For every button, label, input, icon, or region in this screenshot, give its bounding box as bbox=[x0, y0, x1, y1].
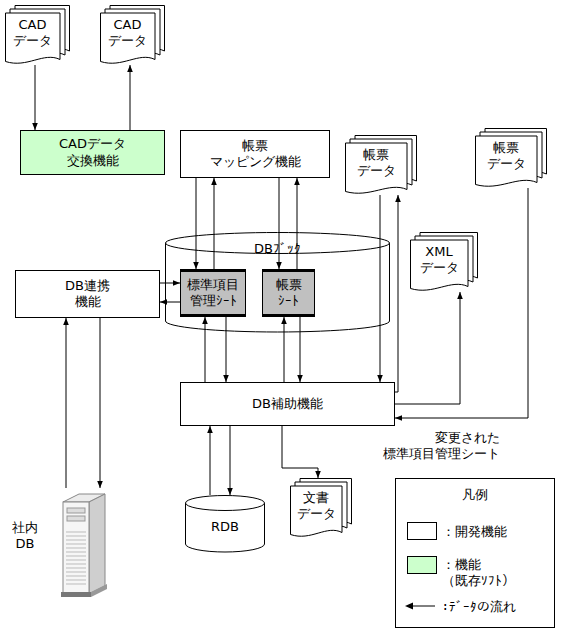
document-stack: 文書 データ bbox=[290, 478, 352, 538]
edge-label: 変更された 標準項目管理シート bbox=[360, 430, 500, 463]
node-label: DB連携 機能 bbox=[63, 278, 113, 311]
data-flow-arrow bbox=[395, 195, 398, 392]
data-flow-arrow bbox=[230, 426, 231, 495]
document-stack: 帳票 データ bbox=[345, 135, 417, 195]
legend-swatch bbox=[407, 522, 437, 540]
legend-title: 凡例 bbox=[395, 487, 555, 503]
document-stack: CAD データ bbox=[5, 5, 70, 65]
node-label: CADデータ 交換機能 bbox=[48, 136, 138, 169]
node-label: RDB bbox=[211, 519, 239, 535]
database-cylinder: DBﾌﾞｯｸ 標準項目 管理ｼｰﾄ 帳票 ｼｰﾄ bbox=[165, 232, 390, 332]
legend-arrow-sample bbox=[405, 601, 437, 611]
server-icon: 社内 DB bbox=[55, 488, 110, 600]
document-stack: 帳票 データ bbox=[475, 128, 547, 188]
node-label: 標準項目 管理ｼｰﾄ bbox=[185, 277, 241, 310]
text-holder: 社内 DB bbox=[1, 516, 49, 556]
node-label: 社内 DB bbox=[10, 520, 40, 553]
database-cylinder: RDB bbox=[185, 495, 265, 552]
process-box: DB補助機能 bbox=[180, 382, 395, 426]
node-label: 帳票 データ bbox=[484, 140, 528, 173]
text-holder: 文書 データ bbox=[290, 486, 342, 526]
legend-text: ：機能 （既存ｿﾌﾄ） bbox=[442, 557, 524, 590]
text-holder: DB連携 機能 bbox=[16, 271, 159, 317]
node-label: 帳票 データ bbox=[354, 147, 398, 180]
data-flow-arrow bbox=[210, 426, 211, 495]
node-label: CAD データ bbox=[106, 17, 150, 50]
text-holder: CADデータ 交換機能 bbox=[21, 131, 164, 174]
document-stack: XML データ bbox=[410, 232, 478, 292]
node-label: DB補助機能 bbox=[252, 396, 323, 412]
text-holder: 帳票 データ bbox=[345, 143, 407, 183]
process-box: 帳票 マッピング機能 bbox=[180, 130, 330, 178]
text-holder: RDB bbox=[185, 511, 265, 544]
sheet-box: 標準項目 管理ｼｰﾄ bbox=[180, 269, 246, 317]
data-flow-arrow bbox=[282, 426, 318, 478]
data-flow-arrow bbox=[35, 65, 36, 130]
text-holder: 標準項目 管理ｼｰﾄ bbox=[181, 272, 245, 314]
node-label: 文書 データ bbox=[294, 490, 338, 523]
data-flow-arrow bbox=[66, 318, 67, 488]
text-holder: DB補助機能 bbox=[181, 383, 394, 425]
node-label: 帳票 ｼｰﾄ bbox=[272, 277, 306, 310]
data-flow-arrow bbox=[395, 188, 528, 418]
data-flow-arrow bbox=[130, 65, 131, 130]
legend-text: ：ﾃﾞｰﾀの流れ bbox=[442, 599, 516, 615]
node-label: DBﾌﾞｯｸ bbox=[254, 241, 301, 257]
node-label: 帳票 マッピング機能 bbox=[205, 138, 305, 171]
data-flow-arrow bbox=[395, 292, 460, 404]
sheet-box: 帳票 ｼｰﾄ bbox=[262, 269, 315, 317]
text-holder: XML データ bbox=[410, 240, 468, 280]
text-holder: 帳票 マッピング機能 bbox=[181, 131, 329, 177]
text-holder: CAD データ bbox=[5, 13, 60, 53]
existing-function-box: CADデータ 交換機能 bbox=[20, 130, 165, 175]
text-holder: CAD データ bbox=[100, 13, 155, 53]
node-label: XML データ bbox=[417, 244, 461, 277]
document-stack: CAD データ bbox=[100, 5, 165, 65]
node-label: CAD データ bbox=[11, 17, 55, 50]
server-illustration bbox=[55, 488, 110, 600]
text-holder: DBﾌﾞｯｸ bbox=[165, 236, 390, 262]
legend-swatch bbox=[407, 556, 437, 574]
data-flow-arrow bbox=[100, 318, 101, 488]
text-holder: 帳票 データ bbox=[475, 136, 537, 176]
process-box: DB連携 機能 bbox=[15, 270, 160, 318]
legend-text: ：開発機能 bbox=[442, 524, 507, 540]
text-holder: 帳票 ｼｰﾄ bbox=[263, 272, 314, 314]
